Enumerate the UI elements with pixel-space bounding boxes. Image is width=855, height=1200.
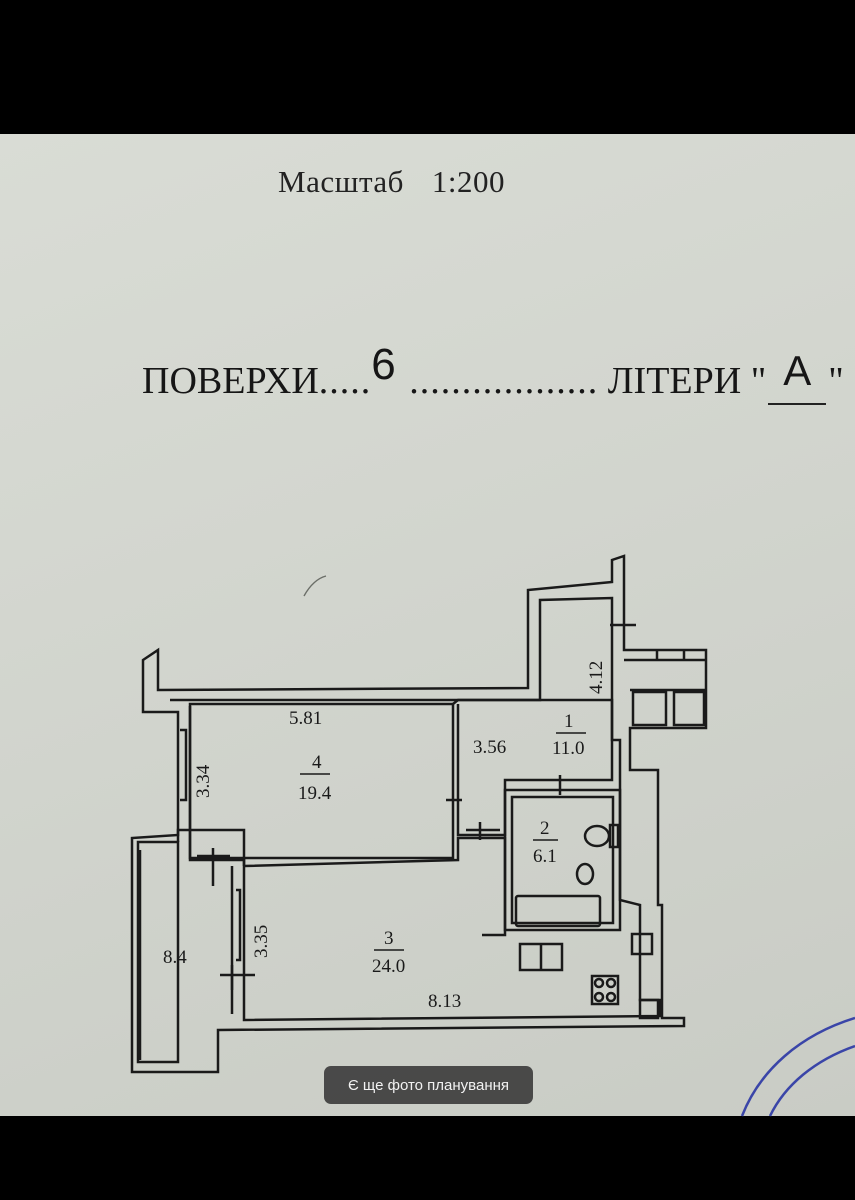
room-2-number: 2 [540,818,550,839]
window-marks [138,728,242,1060]
room-2-area: 6.1 [533,846,557,867]
floor-plan-sheet: Масштаб 1:200 ПОВЕРХИ.....6..............… [0,134,855,1116]
floor-dots-left: ..... [318,360,372,402]
bathtub [514,894,602,928]
toilet [583,824,611,848]
room-3-number: 3 [384,928,394,949]
sink [575,862,595,886]
more-photos-button[interactable]: Є ще фото планування [324,1066,533,1104]
letter-slot: А [768,347,827,405]
room-1-outline [452,698,614,837]
room-2-inner [510,795,615,925]
dim-room4-height: 3.34 [193,764,214,798]
floor-dots-right: .................. [409,360,599,402]
floor-caption: ПОВЕРХИ.....6.................. ЛІТЕРИ "… [142,340,844,405]
stove [590,974,620,1006]
more-photos-label: Є ще фото планування [347,1076,510,1094]
balcony-outline [136,840,180,1064]
room-3-area: 24.0 [372,956,405,977]
stamp-fragment [740,1016,855,1117]
scale-label: Масштаб [278,164,404,199]
outer-wall [130,554,708,1074]
pencil-mark [303,575,327,597]
room-3-outline [243,836,507,937]
door-ticks [197,623,686,990]
stove-burner [593,977,605,989]
inner-wall [170,596,662,1022]
dim-room1-height: 4.12 [586,661,607,694]
dim-room3-height: 3.35 [251,925,272,958]
letter-label: ЛІТЕРИ " [607,360,767,402]
stove-burner [605,991,617,1003]
room-4-area: 19.4 [298,783,332,804]
utility-shaft [624,658,706,692]
room-2-outline [503,788,622,932]
room-4-number: 4 [312,752,322,773]
letter-close: " [828,360,844,402]
dim-room1-width: 3.56 [473,737,506,758]
shaft-block-2 [638,998,660,1020]
room-1-area: 11.0 [552,738,585,759]
dim-room4-width: 5.81 [289,708,322,729]
shaft-block [630,932,654,956]
letter-value: А [783,347,812,394]
dim-room3-width: 8.13 [428,991,461,1012]
scale-value: 1:200 [431,164,506,199]
floor-label: ПОВЕРХИ [142,360,319,402]
room-4-outline [188,702,455,860]
toilet-tank [608,823,620,849]
utility-block-2 [672,690,706,727]
balcony-area: 8.4 [163,947,187,968]
stove-burner [593,991,605,1003]
utility-block-1 [631,690,668,727]
room-1-number: 1 [564,711,574,732]
stove-burner [605,977,617,989]
scale-caption: Масштаб 1:200 [278,164,505,200]
